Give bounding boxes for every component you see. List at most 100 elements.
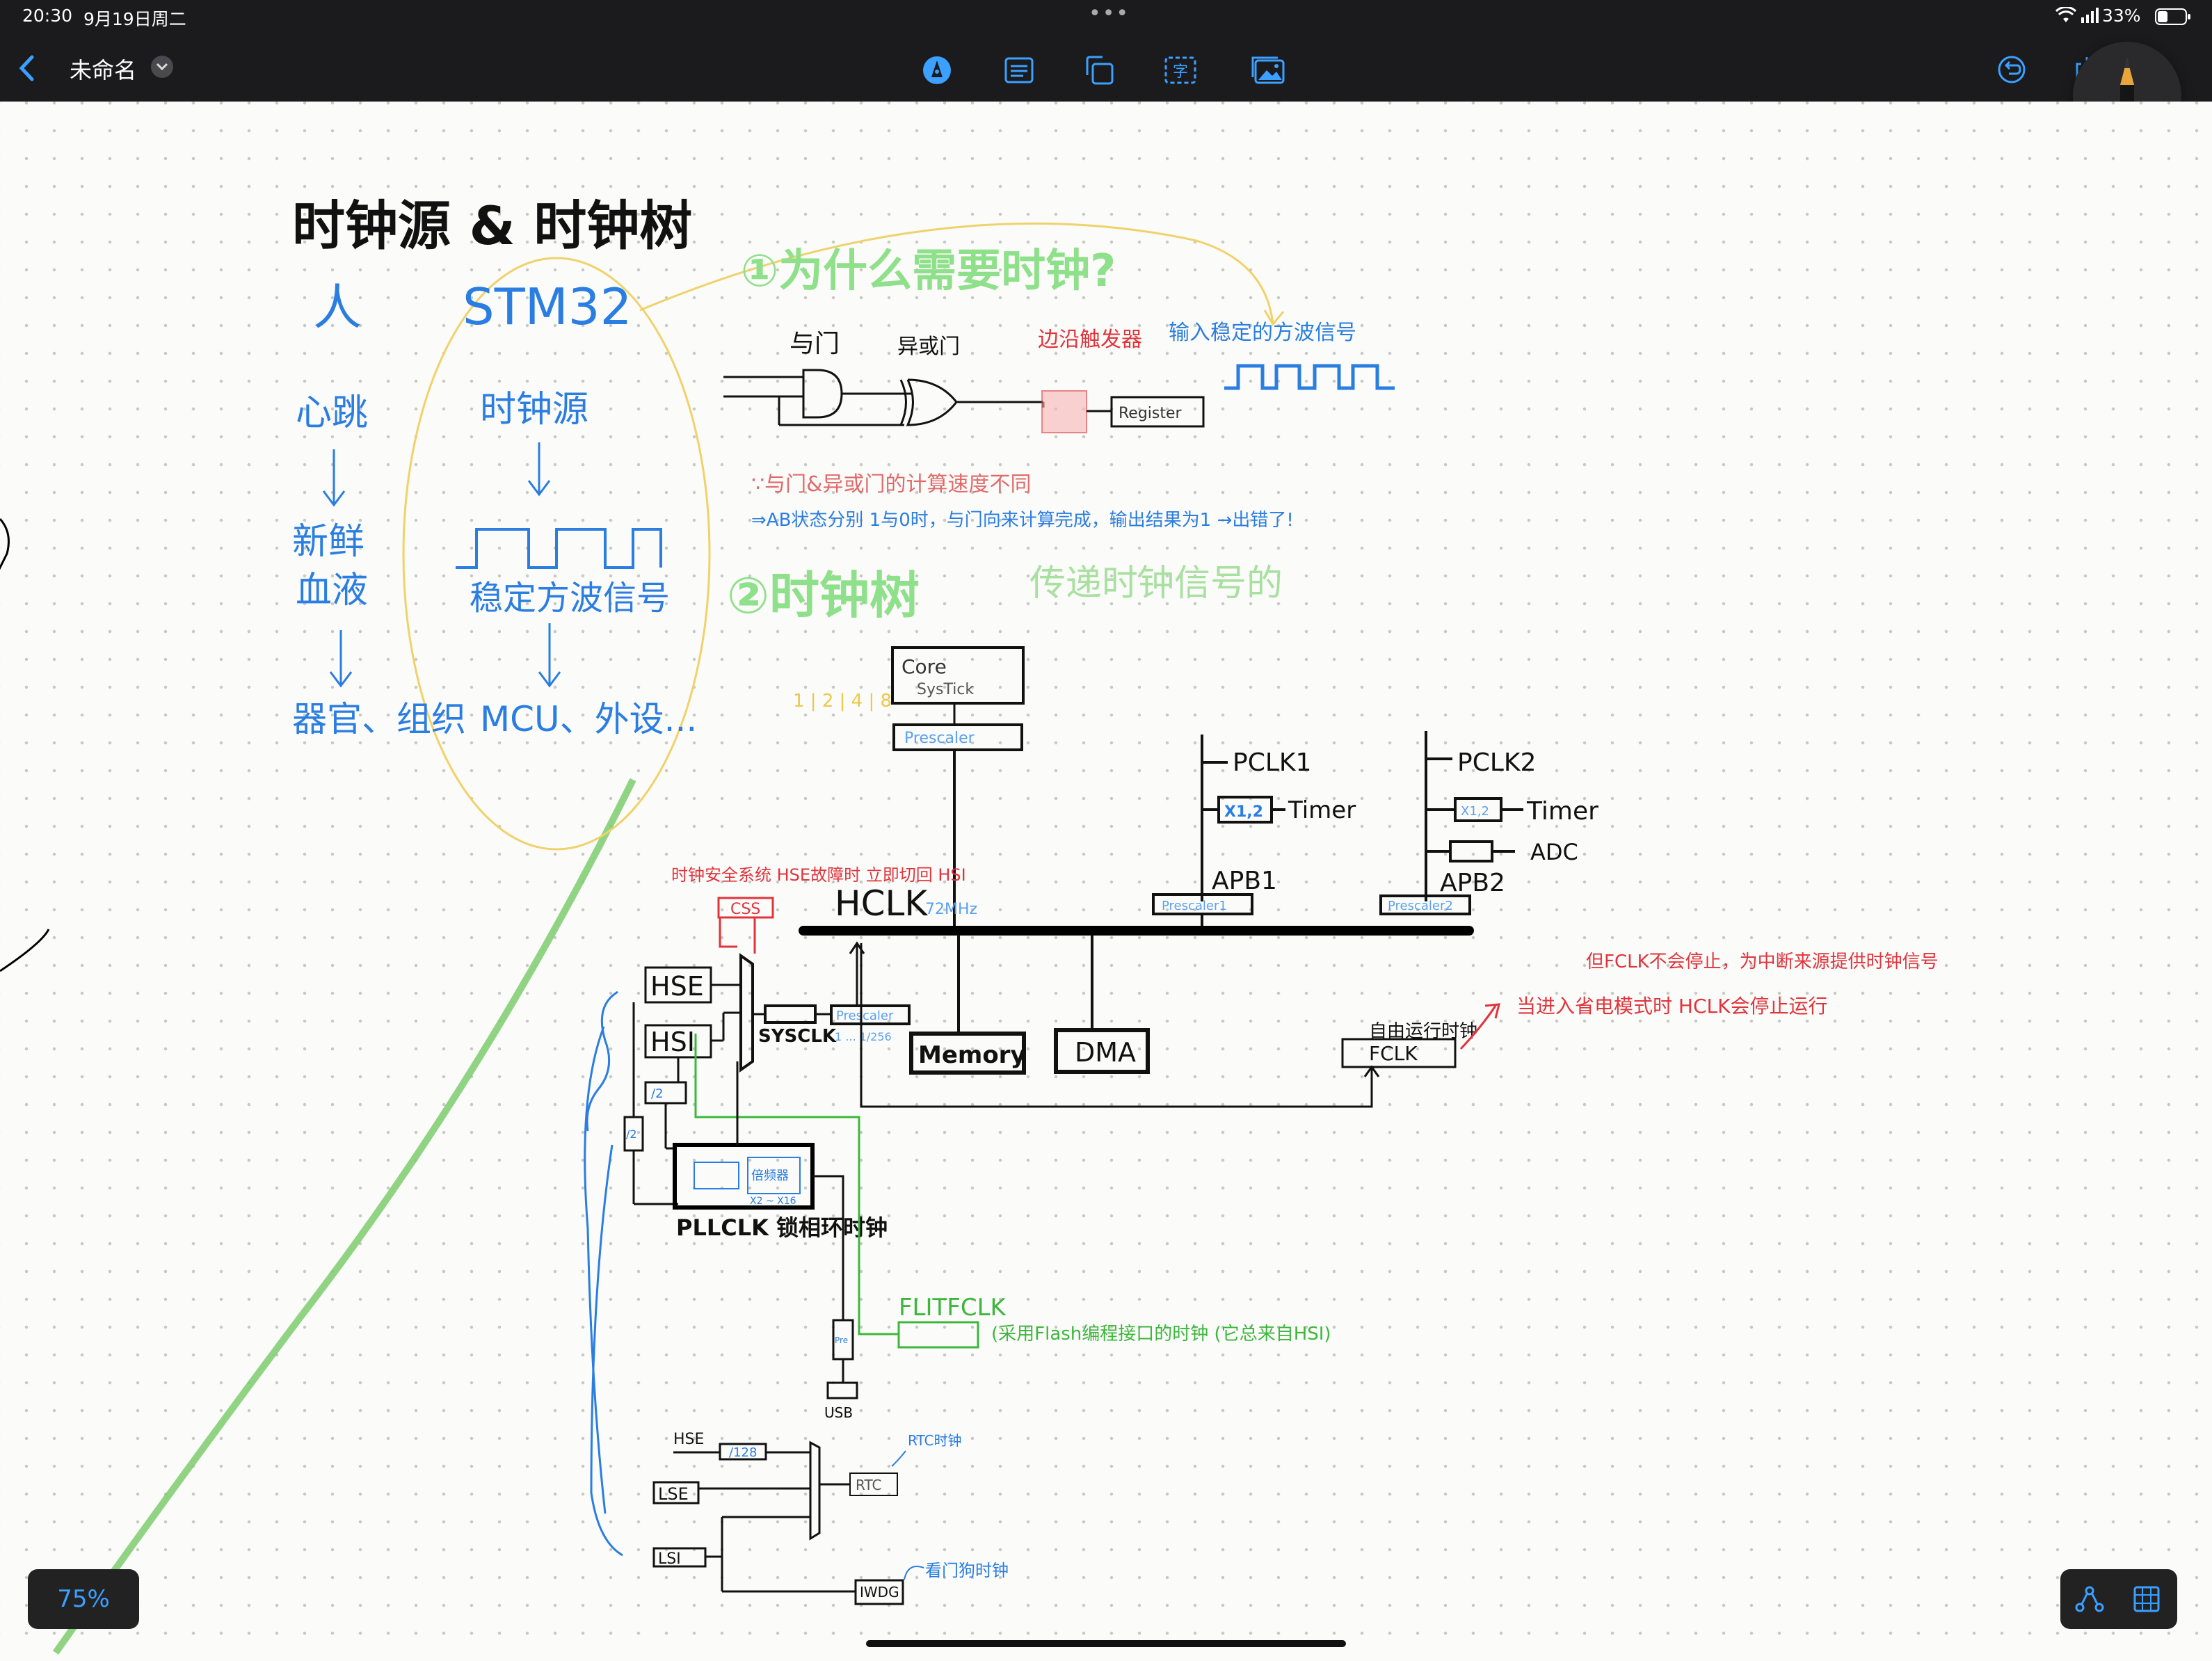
shapes-icon — [1086, 56, 1114, 85]
label-pclk2: PCLK2 — [1457, 748, 1536, 777]
label-hclk: HCLK — [835, 883, 928, 924]
fclk-note-2: 但FCLK不会停止，为中断来源提供时钟信号 — [1586, 952, 1939, 972]
label-blood-1: 新鲜 — [292, 521, 364, 563]
rtc-box — [849, 1473, 898, 1496]
label-register: Register — [1119, 405, 1183, 422]
rtc-mux — [809, 1441, 821, 1541]
undo-button[interactable] — [1994, 51, 2030, 88]
label-input-wave: 输入稳定的方波信号 — [1169, 321, 1356, 345]
label-timer-apb1: Timer — [1288, 796, 1356, 824]
logic-gates-drawing — [723, 369, 1045, 426]
label-stable-wave: 稳定方波信号 — [470, 579, 670, 618]
battery-icon — [2155, 8, 2191, 29]
label-bits: 1 | 2 | 4 | 8 — [793, 691, 892, 712]
title-menu-button[interactable] — [151, 56, 173, 78]
zoom-indicator[interactable]: 75% — [28, 1569, 139, 1629]
label-x1-2-apb2: X1,2 — [1461, 804, 1489, 819]
label-organs: 器官、组织 — [292, 699, 466, 739]
label-lse: LSE — [658, 1484, 689, 1504]
label-clock-source: 时钟源 — [480, 389, 588, 431]
css-box — [717, 897, 774, 919]
grid-button[interactable] — [2124, 1579, 2169, 1619]
label-hclk-freq: 72MHz — [925, 901, 977, 918]
chevron-left-icon — [19, 55, 34, 81]
label-flitfclk: FLITFCLK — [899, 1294, 1007, 1322]
calc-note-2: ⇒AB状态分别 1与0时，与门向来计算完成，输出结果为1 →出错了! — [751, 510, 1294, 531]
label-heartbeat: 心跳 — [296, 392, 368, 434]
multitask-dots[interactable]: ••• — [1089, 1, 1130, 26]
label-mult-range: X2 ~ X16 — [750, 1196, 796, 1207]
label-pll-mult: 倍频器 — [751, 1169, 789, 1183]
label-timer-apb2: Timer — [1526, 797, 1598, 826]
section-tree-sub: 传递时钟信号的 — [1029, 563, 1283, 604]
toolbar: 未命名 字 — [0, 35, 2212, 102]
iwdg-box — [854, 1579, 904, 1605]
document-title[interactable]: 未命名 — [70, 57, 137, 83]
label-fclk: FCLK — [1369, 1042, 1418, 1065]
flit-note: (采用Flash编程接口的时钟 (它总来自HSI) — [991, 1324, 1331, 1345]
pen-tool-icon — [923, 56, 951, 84]
shapes-button[interactable] — [1082, 53, 1116, 88]
label-mcu: MCU、外设... — [480, 699, 697, 739]
core-box — [891, 646, 1025, 705]
label-ahb-prescaler: Prescaler — [904, 730, 975, 747]
chevron-down-icon — [156, 63, 168, 71]
lasso-button[interactable] — [2067, 1579, 2112, 1619]
wifi-icon — [2055, 6, 2077, 28]
grid-icon — [2133, 1586, 2160, 1612]
undo-icon — [1998, 56, 2026, 83]
back-button[interactable] — [13, 51, 40, 85]
label-hsi: HSI — [650, 1027, 695, 1057]
svg-text:字: 字 — [1173, 63, 1188, 81]
rtc-clock-note: RTC时钟 — [908, 1432, 961, 1449]
ahb-prescaler-box — [892, 723, 1023, 751]
label-hsi-div2: /2 — [651, 1086, 664, 1101]
label-usb: USB — [824, 1404, 853, 1421]
green-highlight-stroke — [52, 778, 636, 1655]
lasso-icon — [2075, 1586, 2104, 1612]
label-iwdg: IWDG — [860, 1584, 899, 1600]
signal-icon — [2081, 7, 2099, 27]
text-box-button[interactable] — [1002, 53, 1036, 88]
note-canvas[interactable]: 时钟源 & 时钟树 人 STM32 心跳 新鲜 血液 器官、组织 时钟源 稳定方… — [0, 102, 2212, 1658]
label-div128: /128 — [729, 1445, 757, 1460]
label-pllclk: PLLCLK 锁相环时钟 — [676, 1214, 888, 1241]
label-prescaler2: Prescaler2 — [1388, 899, 1453, 913]
adc-prescaler-box — [1449, 840, 1493, 862]
register-box — [1110, 396, 1205, 428]
css-note: 时钟安全系统 HSE故障时 立即切回 HSI — [671, 865, 966, 885]
label-sysclk: SYSCLK — [758, 1026, 837, 1047]
image-icon — [1251, 56, 1285, 84]
label-div-range: 1 ... 1/256 — [835, 1030, 892, 1043]
usb-box — [826, 1381, 858, 1399]
section-tree-title: ②时钟树 — [727, 566, 920, 625]
label-dma: DMA — [1075, 1037, 1136, 1068]
square-wave-blue — [456, 528, 662, 569]
label-hse: HSE — [650, 971, 704, 1002]
label-stm32: STM32 — [463, 278, 632, 336]
text-tool-button[interactable]: 字 — [1163, 53, 1198, 88]
text-tool-icon: 字 — [1164, 56, 1196, 84]
pll-prediv-box — [694, 1162, 739, 1189]
square-wave-input — [1224, 364, 1395, 390]
label-free-clock: 自由运行时钟 — [1369, 1021, 1477, 1042]
label-xor-gate: 异或门 — [897, 335, 960, 359]
label-and-gate: 与门 — [790, 330, 840, 358]
label-apb2: APB2 — [1440, 869, 1505, 897]
status-time: 20:30 — [22, 6, 73, 26]
label-apb1: APB1 — [1212, 867, 1277, 895]
flitfclk-box — [897, 1321, 979, 1349]
sysclk-box — [764, 1004, 817, 1024]
pen-tool-button[interactable] — [920, 53, 954, 88]
image-button[interactable] — [1249, 53, 1288, 88]
apb2-prescaler-box — [1379, 894, 1471, 915]
sysclk-mux — [739, 953, 754, 1073]
label-css: CSS — [730, 901, 760, 918]
yellow-circle — [402, 257, 711, 851]
label-usb-pre: Pre — [835, 1335, 848, 1345]
label-lsi: LSI — [658, 1550, 681, 1568]
label-pclk1: PCLK1 — [1233, 748, 1311, 777]
main-title: 时钟源 & 时钟树 — [292, 195, 692, 257]
fclk-note-1: 当进入省电模式时 HCLK会停止运行 — [1516, 995, 1827, 1018]
bottom-controls — [2060, 1569, 2177, 1629]
